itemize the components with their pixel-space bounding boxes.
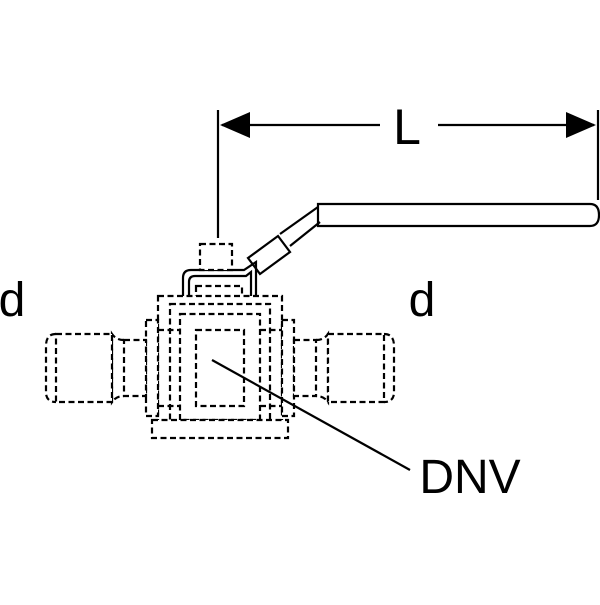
body-wall (168, 302, 272, 430)
socket-end-left (44, 332, 57, 404)
lever-handle (181, 202, 600, 300)
nut-left (144, 318, 160, 418)
press-fitting-right (280, 318, 396, 418)
arrow-right-icon (566, 112, 596, 138)
dimension-l: L (216, 99, 600, 238)
handle-arm-top (279, 206, 319, 235)
ball-bore (194, 328, 246, 408)
body-base-flange (150, 418, 290, 440)
arrow-left-icon (220, 112, 250, 138)
leader-line-dnv (211, 359, 411, 471)
collar-right (315, 330, 330, 406)
stem-nut (198, 242, 234, 272)
handle-grip (316, 202, 600, 228)
length-label: L (393, 99, 421, 155)
socket-end-right (383, 332, 396, 404)
body-chamber (178, 312, 262, 422)
press-fitting-left (44, 318, 160, 418)
body-outer (156, 294, 284, 438)
valve-body (150, 294, 290, 440)
socket-left (54, 332, 114, 404)
handle-sleeve (246, 234, 292, 276)
nominal-size-label: DNV (419, 451, 520, 504)
socket-right (326, 332, 386, 404)
collar-left (110, 330, 125, 406)
handle-bracket-inner (187, 269, 253, 300)
diameter-label-right: d (409, 274, 436, 327)
diameter-label-left: d (0, 274, 25, 327)
neck-left (122, 338, 148, 398)
handle-arm-bottom (289, 221, 321, 247)
neck-right (292, 338, 318, 398)
